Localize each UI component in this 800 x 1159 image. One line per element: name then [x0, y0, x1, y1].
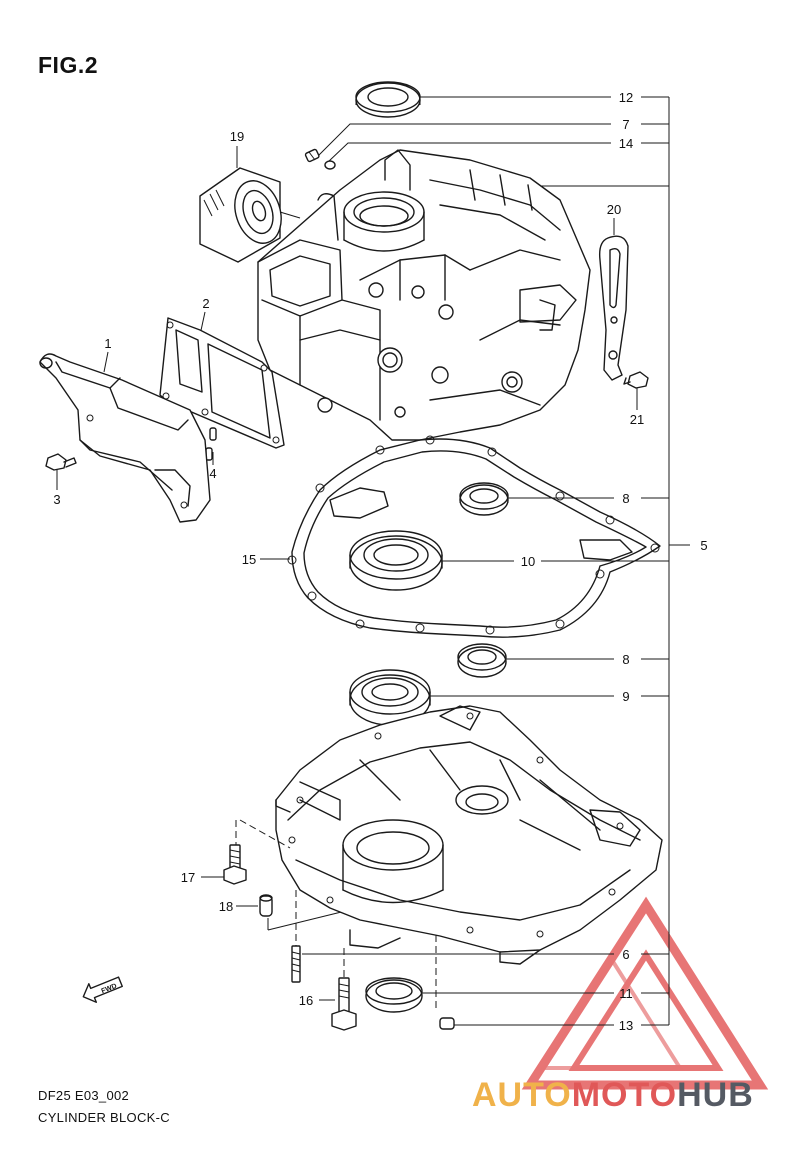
- callout-8-upper: 8: [622, 491, 629, 506]
- watermark-logo: [521, 896, 769, 1090]
- dowel-18: [259, 894, 273, 917]
- callout-5: 5: [700, 538, 707, 553]
- callout-13: 13: [619, 1018, 633, 1033]
- figure-code: DF25 E03_002: [38, 1088, 130, 1103]
- bolt-21: [623, 371, 649, 389]
- watermark-part-2: MOTO: [571, 1076, 678, 1114]
- cover-1: [39, 353, 211, 523]
- callout-21: 21: [630, 412, 644, 427]
- callout-14: 14: [619, 136, 633, 151]
- callout-17: 17: [181, 870, 195, 885]
- plug-14: [324, 160, 336, 170]
- assembly-dashes: [235, 819, 437, 1012]
- stud-6: [291, 945, 301, 983]
- figure-name: CYLINDER BLOCK-C: [38, 1110, 170, 1125]
- crankcase: [275, 705, 663, 965]
- callout-9: 9: [622, 689, 629, 704]
- watermark-part-1: AUTO: [472, 1076, 572, 1114]
- watermark-text: AUTOMOTOHUB: [472, 1076, 754, 1115]
- bearing-9: [349, 669, 431, 726]
- callout-2: 2: [202, 296, 209, 311]
- bearing-10: [349, 530, 443, 591]
- callout-18: 18: [219, 899, 233, 914]
- bracket-20: [598, 235, 629, 381]
- figure-title: FIG.2: [38, 52, 99, 78]
- callout-4: 4: [209, 466, 216, 481]
- bolt-17: [223, 844, 247, 885]
- oil-seal-11: [365, 977, 423, 1013]
- bolt-16: [331, 977, 357, 1031]
- callout-8-lower: 8: [622, 652, 629, 667]
- cylinder-block: [257, 149, 591, 441]
- callout-3: 3: [53, 492, 60, 507]
- callout-11: 11: [619, 986, 633, 1001]
- bolt-3: [45, 453, 77, 471]
- callout-1: 1: [104, 336, 111, 351]
- callout-20: 20: [607, 202, 621, 217]
- bearing-8-upper: [459, 482, 509, 516]
- callout-labels: 12 7 14 19 20 2 1 21 4 3 8 5 15 10 8 9 1…: [53, 90, 707, 1033]
- fwd-arrow-icon: FWD: [82, 976, 123, 1003]
- gasket-15: [287, 435, 661, 638]
- watermark-part-3: HUB: [677, 1076, 754, 1114]
- oil-seal-top: [355, 81, 421, 118]
- callout-7: 7: [622, 117, 629, 132]
- callout-10: 10: [521, 554, 535, 569]
- bearing-8-lower: [457, 643, 507, 678]
- callout-12: 12: [619, 90, 633, 105]
- callout-16: 16: [299, 993, 313, 1008]
- callout-19: 19: [230, 129, 244, 144]
- plug-13: [439, 1017, 455, 1030]
- callout-6: 6: [622, 947, 629, 962]
- oil-filter: [199, 167, 301, 263]
- dowel-pin-7: [304, 148, 320, 163]
- callout-15: 15: [242, 552, 256, 567]
- dowel-pins-4: [205, 427, 217, 461]
